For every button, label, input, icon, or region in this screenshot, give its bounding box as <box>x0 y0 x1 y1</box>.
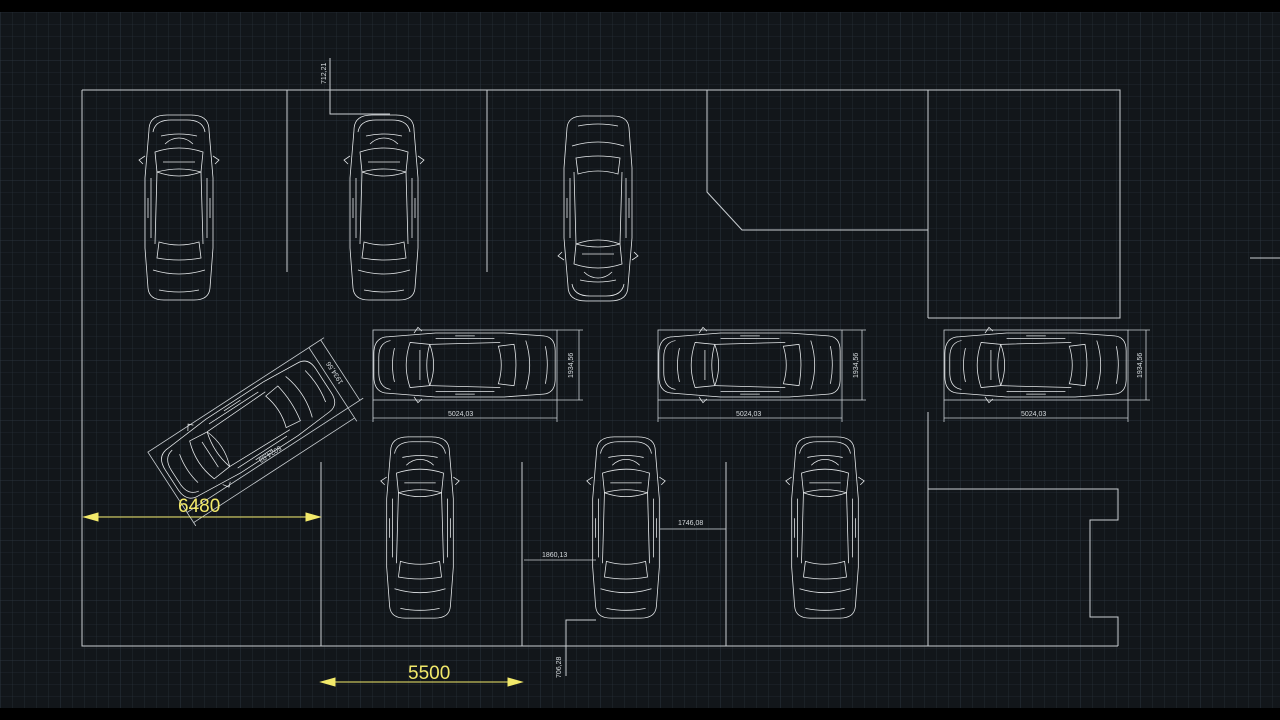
car-mid-3-bounds <box>943 329 1129 401</box>
car-mid-2-width-label: 1934,56 <box>853 353 860 378</box>
dimension-6480-label: 6480 <box>178 496 220 517</box>
car-mid-1-width-label: 1934,56 <box>568 353 575 378</box>
car-mid-3-length-label: 5024,03 <box>1021 411 1046 418</box>
dimension-5500: 5500 <box>319 663 524 687</box>
dimension-6480: 6480 <box>82 496 322 522</box>
gap-1860-label: 1860,13 <box>542 552 567 559</box>
room-corner-wall <box>706 90 928 231</box>
top-offset-label: 712,21 <box>321 62 328 84</box>
car-mid-1-group: 5024,03 1934,56 <box>372 327 583 422</box>
left-wall <box>81 90 1118 647</box>
car-mid-1-bounds <box>372 329 558 401</box>
car-mid-2-length-label: 5024,03 <box>736 411 761 418</box>
car-mid-2-group: 5024,03 1934,56 <box>657 327 866 422</box>
car-mid-3-group: 5024,03 1934,56 <box>943 327 1150 422</box>
bottom-offset-label: 706,28 <box>556 656 563 678</box>
dimension-top-offset: 712,21 <box>321 62 328 84</box>
lower-right-room <box>927 412 1119 646</box>
car-mid-2-bounds <box>657 329 843 401</box>
outer-wall <box>82 89 1121 319</box>
floor-plan-walls <box>81 58 1280 676</box>
offset-line-top <box>329 58 390 115</box>
dimension-gap-1860: 1860,13 <box>524 552 596 561</box>
letterbox-top <box>0 0 1280 12</box>
car-angled-bounds <box>147 346 349 514</box>
car-mid-1-length-label: 5024,03 <box>448 411 473 418</box>
dimension-gap-1746: 1746,08 <box>660 520 726 530</box>
dimension-5500-label: 5500 <box>408 663 450 684</box>
grid-overlay <box>0 12 1280 708</box>
dimension-bottom-offset: 706,28 <box>556 656 563 678</box>
letterbox-bottom <box>0 708 1280 720</box>
car-mid-3-width-label: 1934,56 <box>1137 353 1144 378</box>
offset-line-bottom <box>565 619 596 676</box>
gap-1746-label: 1746,08 <box>678 520 703 527</box>
